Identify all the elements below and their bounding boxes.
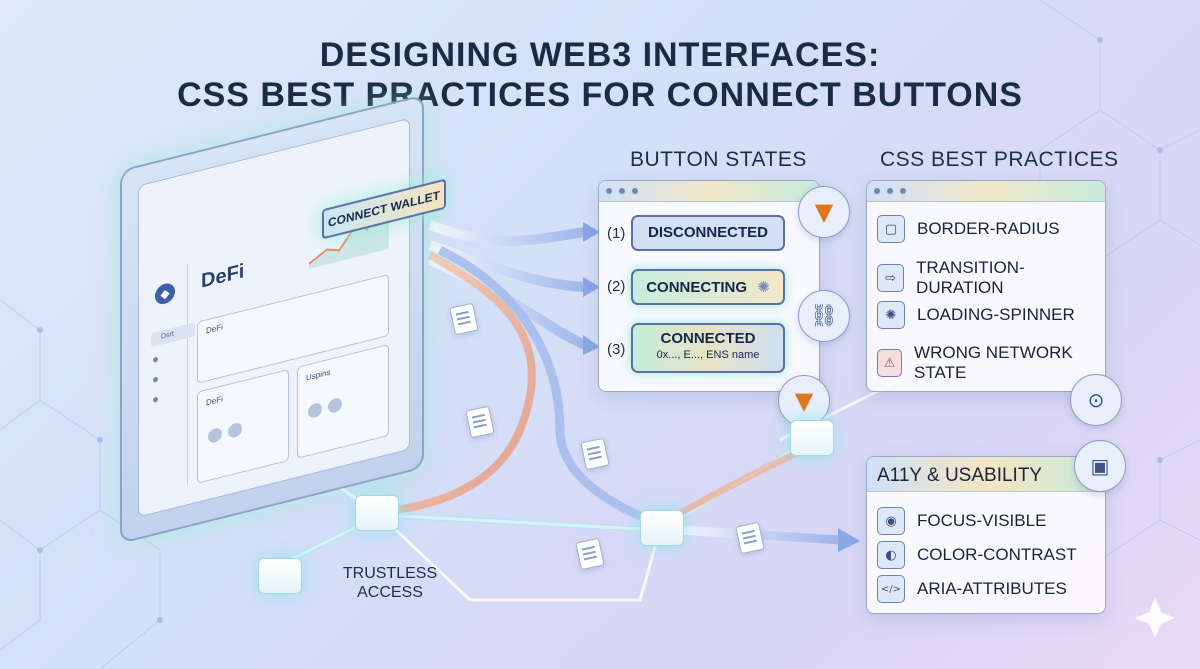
dapp-card: DeFi bbox=[197, 368, 289, 484]
dapp-card-label: DeFi bbox=[206, 394, 223, 408]
state-label: CONNECTED bbox=[660, 330, 756, 347]
a11y-label: FOCUS-VISIBLE bbox=[917, 511, 1047, 530]
practice-item: ▢ BORDER-RADIUS bbox=[877, 215, 1060, 243]
network-node bbox=[258, 558, 302, 594]
a11y-item: </> ARIA-ATTRIBUTES bbox=[877, 575, 1067, 603]
disconnected-button[interactable]: DISCONNECTED bbox=[631, 215, 785, 251]
state-label: CONNECTING bbox=[646, 279, 748, 296]
wallet-icon: ▣ bbox=[1074, 440, 1126, 492]
practice-label: BORDER-RADIUS bbox=[917, 219, 1060, 238]
state-number: (1) bbox=[607, 225, 626, 242]
a11y-title: A11Y & USABILITY bbox=[867, 457, 1105, 492]
arrow-motion-icon: ⇨ bbox=[877, 264, 905, 292]
practice-label: LOADING-SPINNER bbox=[917, 305, 1075, 324]
chain-link-icon: ⛓ bbox=[798, 290, 850, 342]
network-node bbox=[355, 495, 399, 531]
css-practices-title: CSS BEST PRACTICES bbox=[880, 148, 1119, 171]
panel-titlebar bbox=[867, 181, 1105, 202]
practice-item: ⇨ TRANSITION-DURATION bbox=[877, 258, 1105, 298]
metamask-fox-icon: ▼ bbox=[778, 375, 830, 427]
state-sublabel: 0x..., E..., ENS name bbox=[656, 349, 760, 361]
a11y-title-text: A11Y & USABILITY bbox=[877, 465, 1043, 486]
button-states-panel: (1) DISCONNECTED (2) CONNECTING ✺ (3) CO… bbox=[598, 180, 820, 392]
scan-face-icon: ⊙ bbox=[1070, 374, 1122, 426]
network-node bbox=[790, 420, 834, 456]
dapp-card-label: DeFi bbox=[206, 322, 223, 336]
practice-item: ✺ LOADING-SPINNER bbox=[877, 301, 1075, 329]
trustless-line2: ACCESS bbox=[357, 584, 423, 601]
dapp-sidebar: ◆ Dsrt bbox=[147, 264, 195, 495]
network-node bbox=[640, 510, 684, 546]
a11y-label: ARIA-ATTRIBUTES bbox=[917, 579, 1067, 598]
antenna-warning-icon: ⚠ bbox=[877, 349, 903, 377]
practice-label: TRANSITION-DURATION bbox=[916, 258, 1025, 297]
a11y-item: ◐ COLOR-CONTRAST bbox=[877, 541, 1077, 569]
a11y-panel: A11Y & USABILITY ◉ FOCUS-VISIBLE ◐ COLOR… bbox=[866, 456, 1106, 614]
page-title-line1: DESIGNING WEB3 INTERFACES: bbox=[319, 36, 881, 74]
a11y-label: COLOR-CONTRAST bbox=[917, 545, 1077, 564]
trustless-access-label: TRUSTLESS ACCESS bbox=[335, 564, 445, 602]
dapp-card: Uspins bbox=[297, 343, 389, 459]
state-number: (2) bbox=[607, 278, 626, 295]
panel-titlebar bbox=[599, 181, 819, 202]
state-label: DISCONNECTED bbox=[647, 224, 768, 241]
css-practices-panel: ▢ BORDER-RADIUS ⇨ TRANSITION-DURATION ✺ … bbox=[866, 180, 1106, 392]
practice-item: ⚠ WRONG NETWORK STATE bbox=[877, 343, 1105, 383]
contrast-icon: ◐ bbox=[877, 541, 905, 569]
button-states-title: BUTTON STATES bbox=[630, 148, 807, 171]
page-title-line2: CSS BEST PRACTICES FOR CONNECT BUTTONS bbox=[177, 76, 1023, 114]
sidebar-item[interactable]: Dsrt bbox=[151, 322, 195, 348]
spinner-icon: ✺ bbox=[877, 301, 905, 329]
ethereum-icon: ◆ bbox=[155, 281, 175, 307]
trustless-line1: TRUSTLESS bbox=[342, 565, 438, 582]
connected-button[interactable]: CONNECTED 0x..., E..., ENS name bbox=[631, 323, 785, 373]
practice-label: WRONG NETWORK STATE bbox=[914, 343, 1073, 382]
state-number: (3) bbox=[607, 341, 626, 358]
eye-icon: ◉ bbox=[877, 507, 905, 535]
spinner-icon: ✺ bbox=[757, 278, 770, 296]
dapp-window: ◆ Dsrt DeFi DeFi DeFi Uspins bbox=[120, 73, 430, 544]
metamask-fox-icon: ▼ bbox=[798, 186, 850, 238]
connecting-button[interactable]: CONNECTING ✺ bbox=[631, 269, 785, 305]
a11y-item: ◉ FOCUS-VISIBLE bbox=[877, 507, 1046, 535]
code-icon: </> bbox=[877, 575, 905, 603]
rounded-square-icon: ▢ bbox=[877, 215, 905, 243]
dapp-brand: DeFi bbox=[201, 259, 245, 293]
dapp-card-label: Uspins bbox=[306, 367, 331, 383]
